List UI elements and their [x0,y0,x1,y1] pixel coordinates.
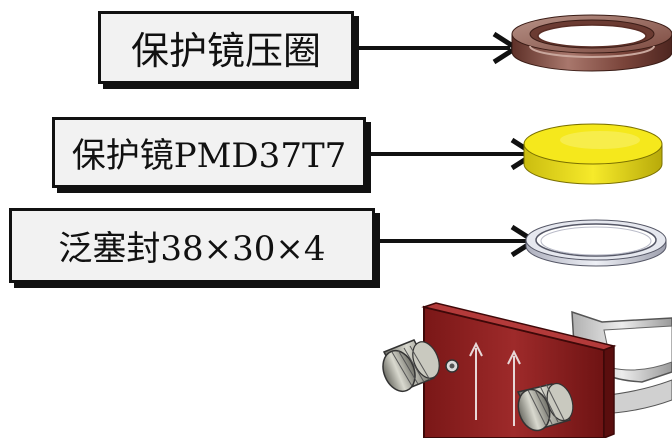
callout-arrow-2 [366,137,539,171]
label-seal-ring-text: 泛塞封38×30×4 [58,229,326,269]
callout-arrow-1 [355,31,521,65]
adjustment-knob-left [382,339,440,393]
clamp-bracket [382,302,672,438]
label-seal-ring: 泛塞封38×30×4 [9,208,375,283]
retaining-ring [511,14,672,72]
adjustment-knob-right [516,382,574,432]
seal-ring [525,219,667,267]
label-retaining-ring-text: 保护镜压圈 [130,29,321,73]
label-protective-lens-text: 保护镜PMD37T7 [71,136,347,176]
label-protective-lens: 保护镜PMD37T7 [52,117,366,188]
protective-lens [523,123,663,185]
label-retaining-ring: 保护镜压圈 [98,11,354,84]
callout-arrow-3 [375,224,539,258]
